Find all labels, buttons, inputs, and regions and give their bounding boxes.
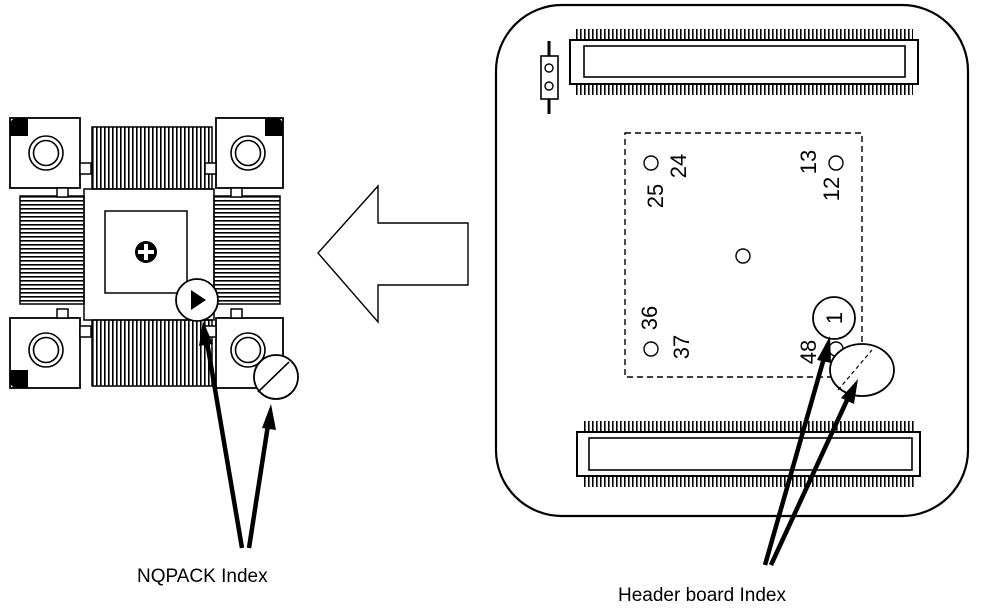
pin-marker-37 (643, 341, 659, 357)
pin-label-12: 12 (819, 177, 844, 201)
pin-marker-24 (643, 155, 659, 171)
pin-label-13: 13 (796, 150, 821, 174)
pin-label-48: 48 (796, 340, 821, 364)
header-board-index-mark (829, 343, 895, 397)
top-connector (569, 29, 919, 95)
pin-marker-13 (828, 155, 844, 171)
nqpack-index-arrows (199, 321, 276, 549)
nqpack-corner-bottom-left (9, 308, 92, 389)
header-board-index-arrows (762, 336, 858, 566)
nqpack-top-comb (92, 127, 212, 189)
pin-label-37: 37 (669, 335, 694, 359)
nqpack-bottom-comb (92, 320, 212, 386)
nqpack-socket (9, 117, 299, 400)
pin1-highlight: 1 (812, 296, 856, 340)
nqpack-chamfer-mark (253, 354, 299, 400)
jumper-connector (540, 41, 559, 114)
nqpack-corner-top-right (204, 117, 284, 198)
header-board: 25 24 13 12 36 37 48 1 (494, 3, 970, 518)
bottom-connector (576, 421, 921, 487)
footprint-outline (624, 132, 863, 378)
pin-marker-center (735, 248, 751, 264)
pin-label-1: 1 (822, 312, 847, 324)
nqpack-left-comb (20, 196, 84, 304)
nqpack-index-caption: NQPACK Index (137, 566, 268, 587)
pin-label-24: 24 (666, 154, 691, 178)
direction-arrow (317, 184, 469, 324)
nqpack-index-mark (175, 278, 219, 322)
nqpack-right-comb (214, 196, 280, 304)
pin-label-36: 36 (637, 306, 662, 330)
pin-label-25: 25 (643, 184, 668, 208)
screw-icon (135, 241, 157, 263)
nqpack-corner-top-left (9, 117, 92, 198)
header-board-index-caption: Header board Index (618, 585, 786, 606)
